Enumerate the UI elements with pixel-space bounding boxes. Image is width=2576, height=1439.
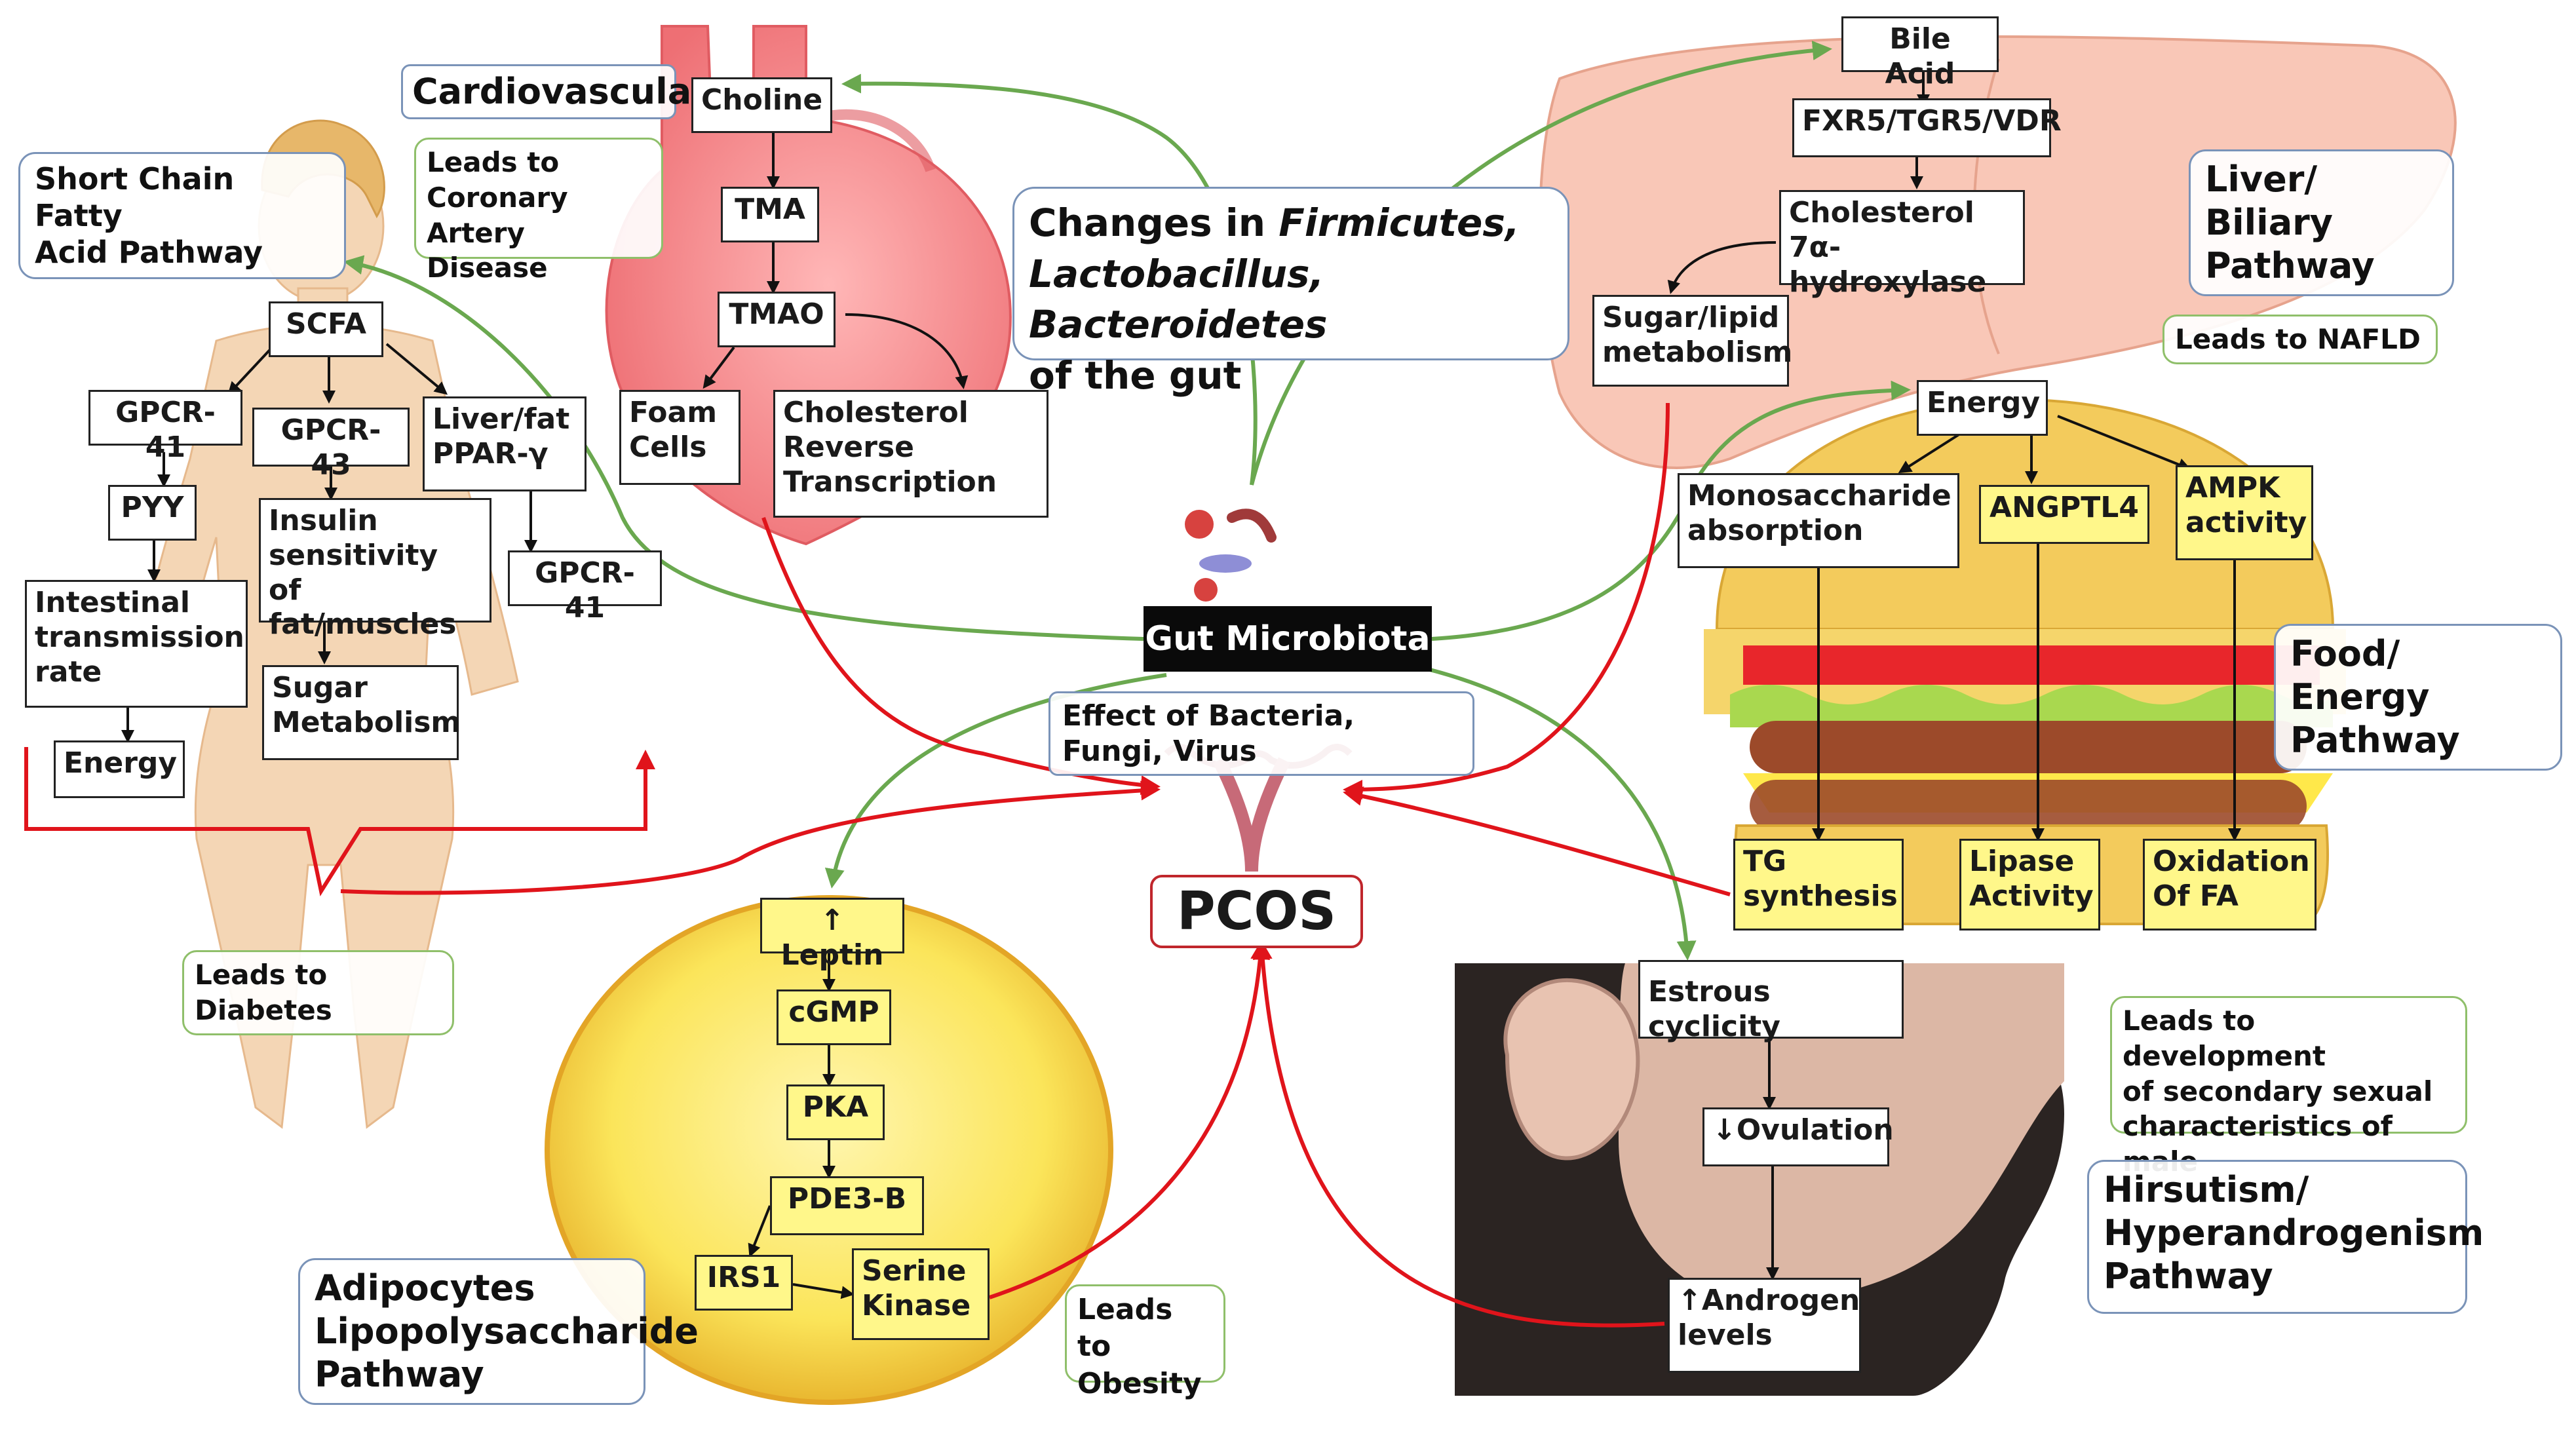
obesity-note: Leads to Obesity bbox=[1065, 1284, 1225, 1400]
gpcr41-left-box: GPCR-41 bbox=[88, 390, 242, 464]
gut-microbiota-node: Gut Microbiota bbox=[1144, 606, 1432, 672]
lipase-box: Lipase Activity bbox=[1959, 839, 2100, 931]
gpcr43-box: GPCR-43 bbox=[252, 408, 410, 482]
cardiovascular-title: Cardiovascular bbox=[401, 64, 709, 119]
sugar-lipid-box: Sugar/lipid metabolism bbox=[1592, 295, 1792, 387]
adipocyte-pathway-title: Adipocytes Lipopolysaccharide Pathway bbox=[298, 1258, 699, 1405]
androgen-box: ↑Androgen levels bbox=[1668, 1278, 1861, 1373]
diabetes-note: Leads to Diabetes bbox=[182, 950, 454, 1035]
tmao-box: TMAO bbox=[718, 292, 836, 347]
scfa-pathway-title: Short Chain Fatty Acid Pathway bbox=[18, 152, 346, 280]
energy-box-scfa: Energy bbox=[54, 740, 185, 798]
secondary-characteristics-note: Leads to development of secondary sexual… bbox=[2110, 996, 2467, 1178]
energy-box-food: Energy bbox=[1917, 380, 2048, 436]
effect-label: Effect of Bacteria, Fungi, Virus bbox=[1048, 691, 1474, 777]
internal-arrows bbox=[121, 72, 2241, 1299]
tg-synthesis-box: TG synthesis bbox=[1733, 839, 1904, 931]
hirsutism-pathway-title: Hirsutism/ Hyperandrogenism Pathway bbox=[2087, 1160, 2484, 1314]
ampk-box: AMPK activity bbox=[2176, 465, 2313, 560]
red-arrows bbox=[24, 402, 1731, 1328]
pcos-node: PCOS bbox=[1150, 875, 1363, 948]
pyy-box: PYY bbox=[108, 485, 197, 541]
pka-box: PKA bbox=[786, 1084, 885, 1140]
liver-fat-box: Liver/fat PPAR-γ bbox=[423, 396, 586, 491]
intestinal-box: Intestinal transmission rate bbox=[25, 580, 248, 708]
bile-acid-box: Bile Acid bbox=[1841, 16, 1999, 90]
food-pathway-title: Food/ Energy Pathway bbox=[2274, 624, 2562, 771]
pde3b-box: PDE3-B bbox=[770, 1176, 924, 1235]
monosaccharide-box: Monosaccharide absorption bbox=[1678, 473, 1959, 568]
serine-kinase-box: Serine Kinase bbox=[852, 1248, 990, 1340]
ovulation-box: ↓Ovulation bbox=[1702, 1107, 1894, 1166]
coronary-note: Leads to Coronary Artery Disease bbox=[414, 138, 663, 284]
insulin-box: Insulin sensitivity of fat/muscles bbox=[259, 498, 491, 641]
scfa-box: SCFA bbox=[269, 301, 383, 357]
irs1-box: IRS1 bbox=[695, 1255, 793, 1311]
oxidation-box: Oxidation Of FA bbox=[2143, 839, 2316, 931]
cholesterol-hydroxylase-box: Cholesterol 7α-hydroxylase bbox=[1779, 190, 2025, 299]
foam-cells-box: Foam Cells bbox=[619, 390, 740, 485]
choline-box: Choline bbox=[691, 77, 832, 133]
microbes-icon bbox=[1185, 508, 1277, 602]
sugar-metabolism-box: Sugar Metabolism bbox=[262, 665, 461, 760]
liver-pathway-title: Liver/ Biliary Pathway bbox=[2189, 149, 2454, 296]
angptl4-box: ANGPTL4 bbox=[1979, 485, 2149, 544]
estrous-box: Estrous cyclicity bbox=[1638, 960, 1904, 1043]
tma-box: TMA bbox=[721, 187, 819, 242]
cholesterol-reverse-box: Cholesterol Reverse Transcription bbox=[773, 390, 1048, 518]
cgmp-box: cGMP bbox=[777, 989, 891, 1045]
fxr-box: FXR5/TGR5/VDR bbox=[1792, 98, 2062, 157]
gpcr41-right-box: GPCR-41 bbox=[508, 550, 662, 624]
nafld-note: Leads to NAFLD bbox=[2163, 315, 2438, 364]
gut-changes-label: Changes in Firmicutes, Lactobacillus, Ba… bbox=[1012, 187, 1569, 398]
leptin-box: ↑ Leptin bbox=[760, 898, 904, 972]
